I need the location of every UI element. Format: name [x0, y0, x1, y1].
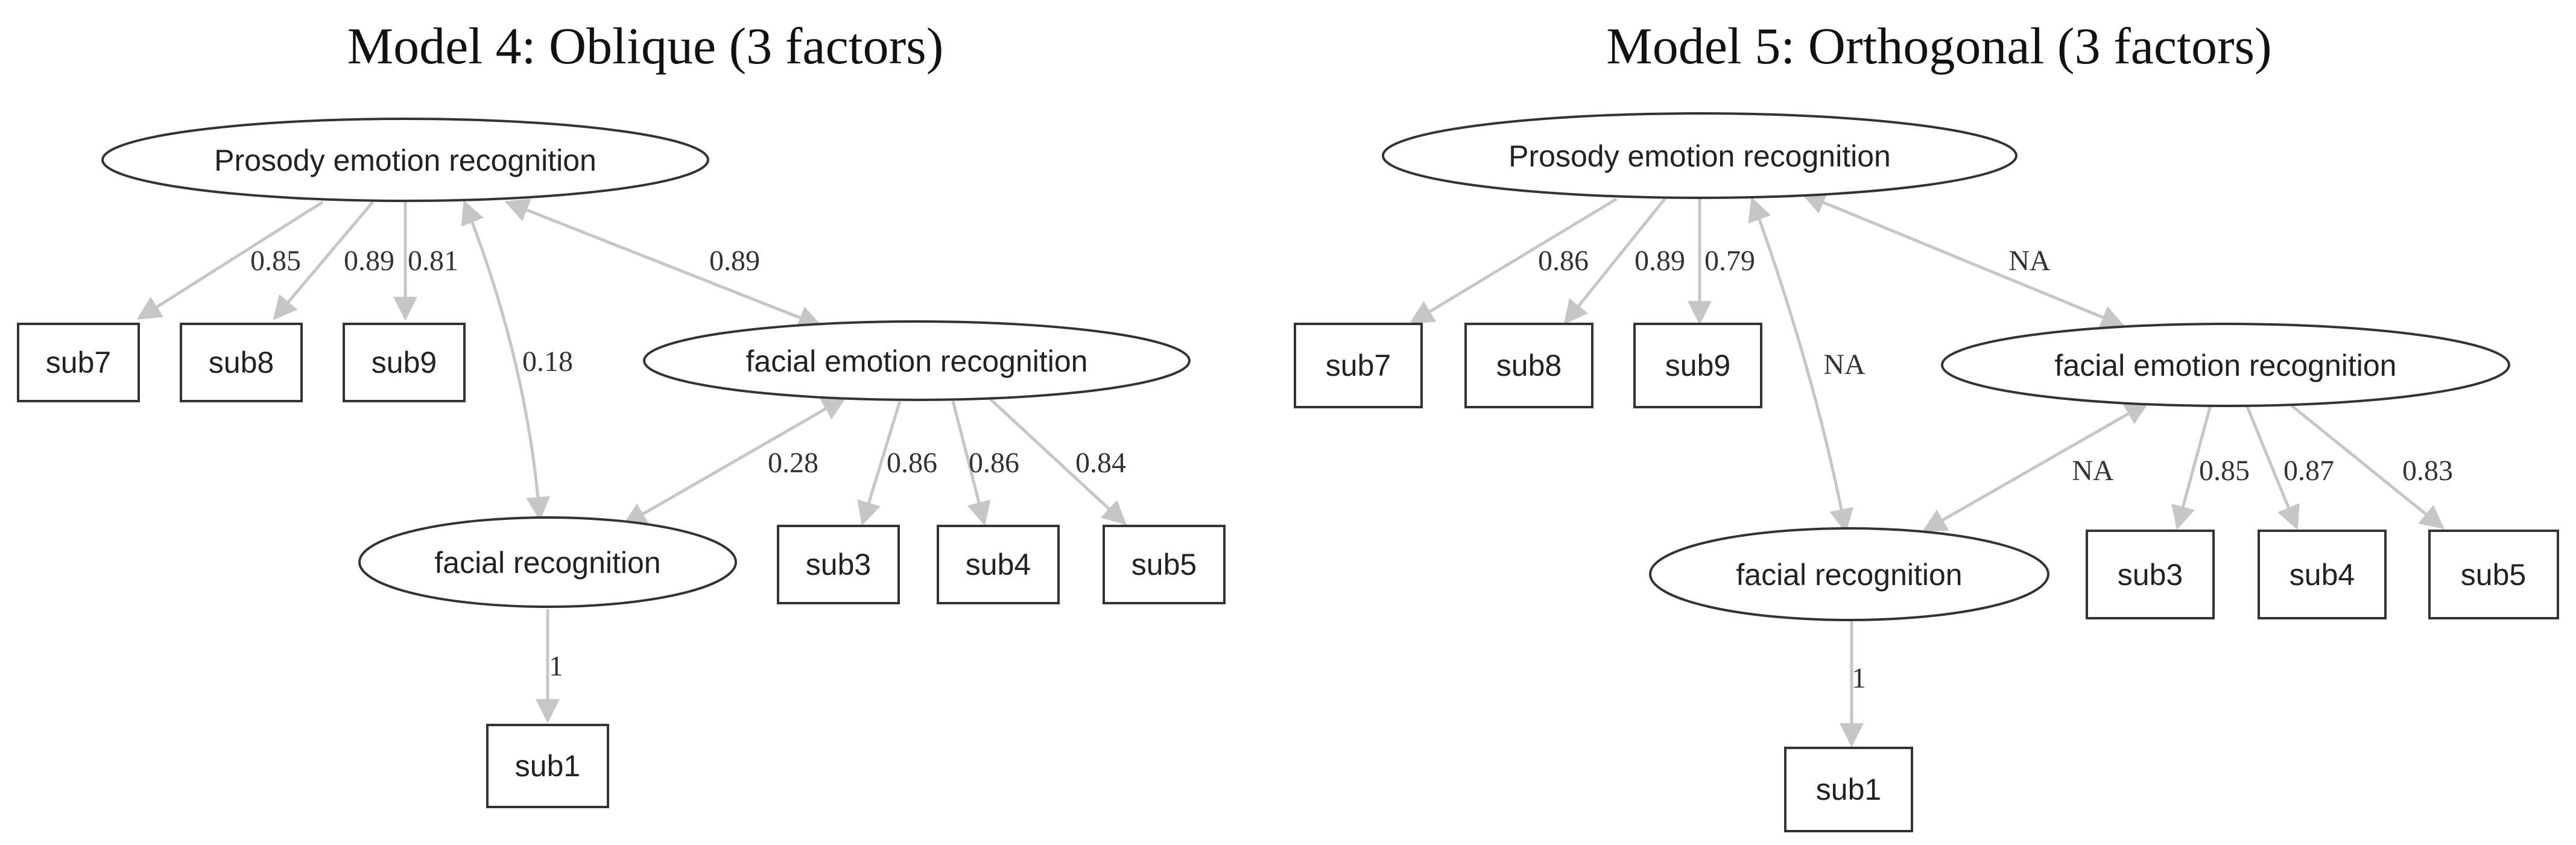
- model-4-edge-facial-emotion-sub4: [951, 400, 991, 526]
- model-4-edges: [136, 198, 1127, 723]
- indicator-label: sub5: [2461, 558, 2526, 592]
- model-4-factor-facial-emotion: facial emotion recognition: [643, 320, 1191, 401]
- model-4-edge-prosody-facial-emotion: [504, 198, 823, 329]
- model-4-factor-prosody: Prosody emotion recognition: [101, 118, 709, 202]
- model-4-covariance-prosody-facial-emotion: 0.89: [709, 245, 760, 277]
- model-5-indicator-sub7: sub7: [1294, 323, 1423, 408]
- model-5-edge-facial-emotion-sub4: [2245, 405, 2300, 530]
- model-5-diagram: Model 5: Orthogonal (3 factors) Prosody …: [1294, 17, 2559, 832]
- model-4-indicator-sub7: sub7: [17, 323, 140, 402]
- model-5-indicator-sub9: sub9: [1633, 323, 1762, 408]
- indicator-label: sub9: [1665, 349, 1730, 382]
- model-5-indicator-sub4: sub4: [2258, 530, 2387, 619]
- indicator-label: sub4: [2290, 558, 2355, 592]
- model-5-indicator-sub8: sub8: [1464, 323, 1593, 408]
- model-4-edge-facial-emotion-sub5: [988, 397, 1127, 525]
- model-4-indicator-sub4: sub4: [937, 525, 1060, 604]
- model-5-edge-prosody-sub8: [1563, 198, 1666, 325]
- model-5-loading-sub9: 0.79: [1704, 245, 1755, 277]
- factor-label: facial emotion recognition: [2055, 349, 2397, 382]
- model-5-edge-facial-emotion-facial-recognition: [1922, 401, 2150, 533]
- model-4-factor-facial-recognition: facial recognition: [358, 516, 737, 608]
- indicator-label: sub8: [1496, 349, 1562, 382]
- model-4-indicator-sub8: sub8: [180, 323, 303, 402]
- model-4-loading-sub5: 0.84: [1075, 447, 1126, 479]
- model-5-indicator-sub5: sub5: [2428, 530, 2559, 619]
- model-5-covariance-facial-emotion-facial-recognition: NA: [2072, 455, 2114, 487]
- model-5-edge-prosody-facial-emotion: [1801, 191, 2125, 329]
- model-5-loading-sub4: 0.87: [2283, 455, 2334, 487]
- model-4-loading-sub8: 0.89: [344, 245, 394, 277]
- indicator-label: sub3: [2118, 558, 2183, 592]
- model-5-loading-sub8: 0.89: [1635, 245, 1685, 277]
- model-4-indicator-sub3: sub3: [777, 525, 900, 604]
- factor-label: facial recognition: [434, 546, 660, 580]
- model-5-factor-facial-emotion: facial emotion recognition: [1941, 323, 2510, 407]
- model-5-edges: [1409, 191, 2445, 747]
- model-4-loading-sub7: 0.85: [250, 245, 301, 277]
- model-4-diagram: Model 4: Oblique (3 factors) Prosody emo…: [17, 17, 1226, 808]
- indicator-label: sub5: [1131, 548, 1197, 581]
- factor-label: facial recognition: [1736, 558, 1962, 592]
- indicator-label: sub9: [372, 346, 437, 379]
- model-5-factor-facial-recognition: facial recognition: [1649, 527, 2049, 621]
- model-4-indicator-sub1: sub1: [486, 724, 609, 808]
- model-4-edge-facial-emotion-facial-recognition: [622, 396, 847, 527]
- indicator-label: sub7: [46, 346, 111, 379]
- model-4-title: Model 4: Oblique (3 factors): [347, 17, 944, 75]
- model-4-covariance-prosody-facial-recognition: 0.18: [522, 346, 573, 378]
- model-4-indicator-sub9: sub9: [343, 323, 466, 402]
- model-5-indicator-sub3: sub3: [2086, 530, 2215, 619]
- model-5-loading-sub5: 0.83: [2402, 455, 2453, 487]
- indicator-label: sub8: [209, 346, 274, 379]
- model-5-loading-sub3: 0.85: [2199, 455, 2250, 487]
- model-4-indicator-sub5: sub5: [1103, 525, 1226, 604]
- indicator-label: sub1: [1816, 773, 1881, 806]
- model-4-edge-prosody-sub8: [273, 201, 374, 321]
- model-4-loading-sub4: 0.86: [969, 447, 1019, 479]
- model-5-title: Model 5: Orthogonal (3 factors): [1606, 17, 2271, 75]
- model-4-covariance-facial-emotion-facial-recognition: 0.28: [768, 447, 818, 479]
- model-4-edge-facial-emotion-sub3: [857, 400, 902, 526]
- model-4-loading-sub1: 1: [549, 650, 563, 682]
- indicator-label: sub1: [515, 749, 580, 783]
- indicator-label: sub3: [806, 548, 871, 581]
- model-5-indicator-sub1: sub1: [1784, 747, 1913, 832]
- factor-label: facial emotion recognition: [746, 344, 1088, 378]
- model-4-loading-sub3: 0.86: [887, 447, 937, 479]
- model-4-edge-prosody-facial-recognition: [461, 200, 551, 521]
- model-5-covariance-prosody-facial-emotion: NA: [2008, 245, 2051, 277]
- model-5-edge-prosody-facial-recognition: [1748, 197, 1853, 533]
- model-4-edge-prosody-sub7: [136, 200, 324, 320]
- model-4-loading-sub9: 0.81: [408, 245, 458, 277]
- model-5-edge-facial-emotion-sub5: [2285, 400, 2445, 530]
- model-5-edge-prosody-sub7: [1409, 197, 1618, 324]
- indicator-label: sub7: [1326, 349, 1391, 382]
- factor-label: Prosody emotion recognition: [1508, 139, 1891, 173]
- model-5-loading-sub7: 0.86: [1538, 245, 1589, 277]
- model-5-covariance-prosody-facial-recognition: NA: [1823, 349, 1866, 381]
- model-5-edge-facial-emotion-sub3: [2171, 405, 2212, 530]
- model-5-factor-prosody: Prosody emotion recognition: [1382, 112, 2017, 199]
- indicator-label: sub4: [966, 548, 1031, 581]
- model-5-loading-sub1: 1: [1852, 662, 1866, 694]
- factor-label: Prosody emotion recognition: [214, 144, 597, 177]
